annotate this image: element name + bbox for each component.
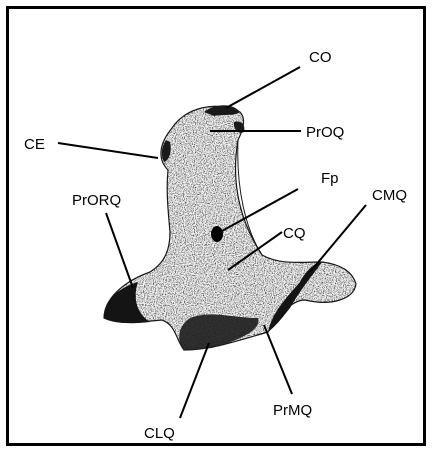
label-cq: CQ [283,225,306,242]
label-prorq: PrORQ [72,192,121,209]
label-proq: PrOQ [306,124,344,141]
leader-co [226,67,300,108]
leader-clq [180,343,209,418]
leader-prmq [264,325,292,394]
label-fp: Fp [321,170,339,187]
label-cmq: CMQ [372,187,407,204]
label-prmq: PrMQ [273,402,312,419]
leader-ce [58,143,158,158]
pneumatic-foramen [211,226,223,242]
label-ce: CE [24,136,45,153]
leader-cmq [310,205,366,272]
label-co: CO [309,49,332,66]
label-clq: CLQ [144,425,175,442]
leader-prorq [106,213,133,288]
ventral-shading [179,314,258,350]
